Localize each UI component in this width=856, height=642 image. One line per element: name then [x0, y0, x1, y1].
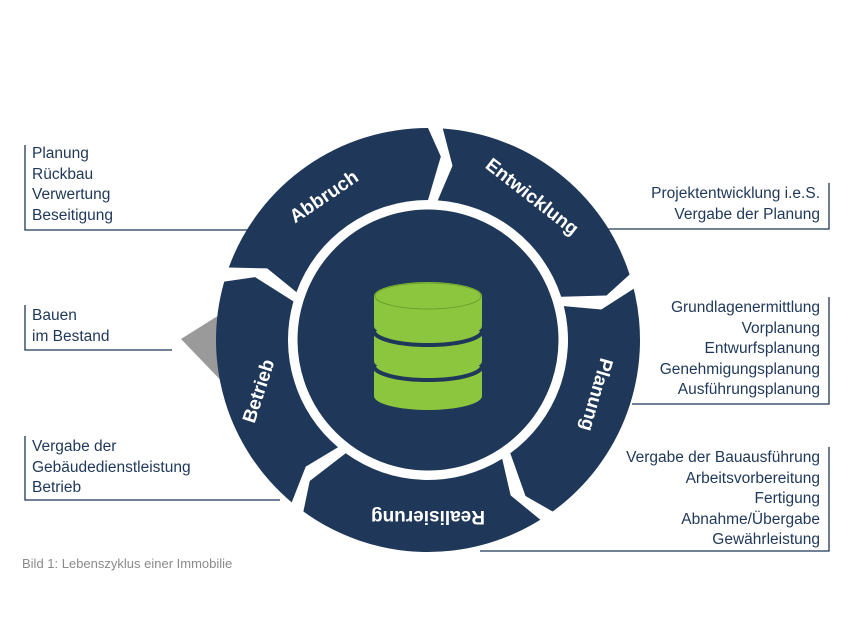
segment-abbruch — [228, 128, 441, 293]
callout-line-realisierung — [480, 447, 830, 552]
callout-line-planung — [632, 297, 830, 405]
database-icon — [372, 282, 484, 410]
callout-planung-line: Ausführungsplanung — [677, 381, 820, 398]
callout-abbruch-line: Planung — [32, 145, 89, 162]
callout-realisierung: Vergabe der Bauausführung Arbeitsvorbere… — [626, 448, 820, 551]
segment-realisierung — [303, 453, 541, 552]
callout-betrieb-line: Betrieb — [32, 479, 82, 496]
callout-entwicklung: Projektentwicklung i.e.S. Vergabe der Pl… — [651, 184, 820, 225]
callout-bestand-line: im Bestand — [32, 327, 110, 345]
callout-abbruch: Planung Rückbau Verwertung Beseitigung — [32, 144, 113, 226]
callout-planung-line: Grundlagenermittlung — [670, 299, 820, 316]
callout-betrieb-line: Gebäudedienstleistung — [32, 458, 191, 476]
callout-realisierung-line: Abnahme/Übergabe — [681, 510, 820, 528]
database-tier — [374, 366, 482, 410]
callout-betrieb-line: Vergabe der — [32, 438, 117, 455]
callout-realisierung-line: Arbeitsvorbereitung — [685, 469, 820, 487]
callout-line-abbruch — [24, 145, 255, 231]
callout-bestand-line: Bauen — [32, 307, 77, 324]
callout-planung-line: Genehmigungsplanung — [659, 360, 820, 378]
database-separator — [372, 365, 484, 382]
callout-lines — [24, 145, 830, 552]
segment-betrieb — [216, 277, 339, 503]
callout-realisierung-line: Fertigung — [754, 490, 820, 507]
callout-betrieb: Vergabe der Gebäudedienstleistung Betrie… — [32, 437, 191, 499]
callout-entwicklung-line: Vergabe der Planung — [674, 205, 820, 223]
callout-planung-line: Vorplanung — [741, 319, 820, 337]
callout-abbruch-line: Beseitigung — [32, 206, 114, 224]
callout-realisierung-line: Vergabe der Bauausführung — [626, 449, 820, 466]
ring-segments — [216, 128, 640, 552]
callout-realisierung-line: Gewährleistung — [712, 531, 820, 548]
segment-planung — [510, 288, 640, 512]
database-separator — [372, 330, 484, 347]
callout-abbruch-line: Verwertung — [32, 186, 111, 203]
callout-bestand: Bauen im Bestand — [32, 306, 110, 347]
callout-line-bestand — [24, 305, 172, 351]
callout-line-entwicklung — [600, 183, 830, 230]
database-top-rim — [374, 282, 482, 310]
callout-entwicklung-line: Projektentwicklung i.e.S. — [651, 185, 820, 202]
database-top — [374, 282, 482, 310]
segment-entwicklung — [437, 128, 630, 297]
callout-abbruch-line: Rückbau — [32, 165, 94, 183]
segment-label-realisierung: Realisierung — [371, 506, 485, 527]
figure-caption: Bild 1: Lebenszyklus einer Immobilie — [22, 556, 233, 571]
callout-planung-line: Entwurfsplanung — [704, 340, 820, 357]
callout-planung: Grundlagenermittlung Vorplanung Entwurfs… — [660, 298, 820, 401]
callout-line-betrieb — [24, 436, 280, 501]
